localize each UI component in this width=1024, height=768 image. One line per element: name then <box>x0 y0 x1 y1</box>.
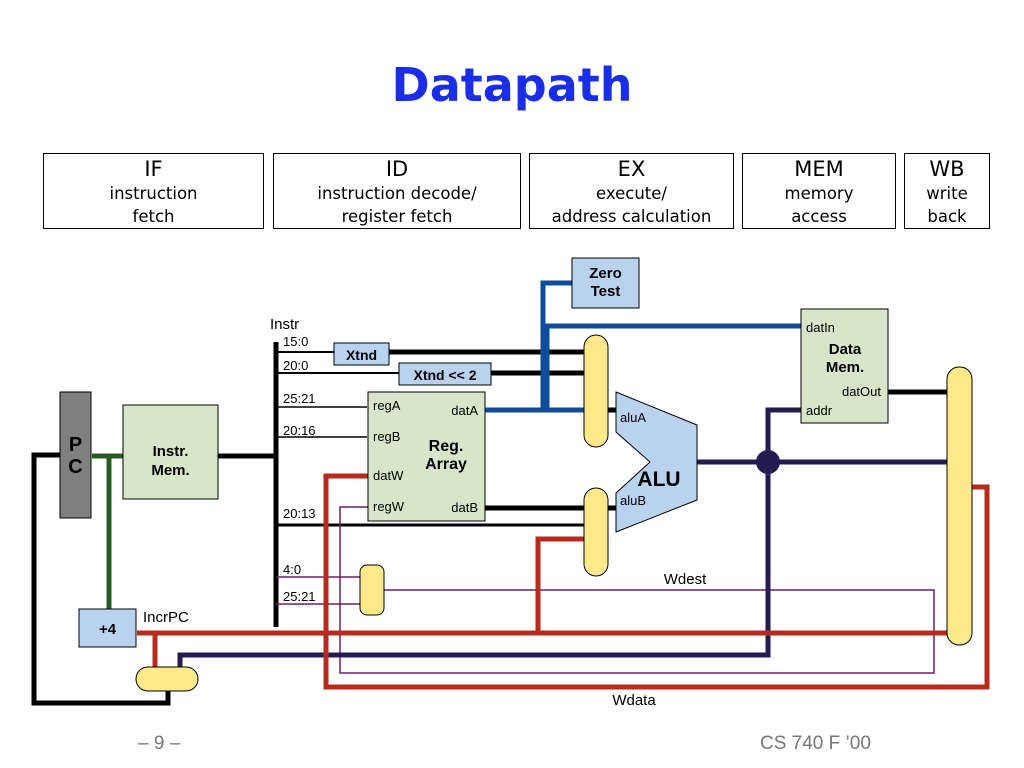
instr-label: Instr <box>270 316 299 333</box>
incrpc-to-alub-wire <box>535 536 585 633</box>
port-datout: datOut <box>842 384 881 399</box>
port-alua: aluA <box>620 410 646 425</box>
field-20-16: 20:16 <box>283 423 316 438</box>
stage-ex-abbr: EX <box>617 157 646 181</box>
pc-input-wire <box>31 452 171 706</box>
xtnd-block <box>333 342 390 366</box>
stage-if-desc: instruction fetch <box>109 184 198 226</box>
port-regb: regB <box>373 429 400 444</box>
field-25-21: 25:21 <box>283 391 316 406</box>
port-datin: datIn <box>806 320 835 335</box>
reg-array-block <box>367 391 486 522</box>
incrpc-label: IncrPC <box>143 609 189 626</box>
alu-to-pc-mux-wire <box>177 462 771 668</box>
data-mem-label-2: Mem. <box>826 359 864 376</box>
port-datw: datW <box>373 468 404 483</box>
zero-test-label-1: Zero <box>589 265 622 282</box>
alu-label: ALU <box>637 468 680 491</box>
wdata-label: Wdata <box>612 692 656 709</box>
port-regw: regW <box>373 499 405 514</box>
course-label: CS 740 F ’00 <box>760 733 871 754</box>
port-alub: aluB <box>620 493 646 508</box>
incr-label: +4 <box>99 621 117 638</box>
alu-out-junction <box>756 450 780 474</box>
pc-mux <box>135 666 199 692</box>
xtnd-shift-label: Xtnd << 2 <box>413 367 476 383</box>
stage-wb-abbr: WB <box>929 157 965 181</box>
field-4-0: 4:0 <box>283 562 301 577</box>
wdata-wire <box>323 473 990 690</box>
incr-block <box>78 608 137 648</box>
reg-array-label-2: Array <box>425 456 467 473</box>
pc-label-p: P <box>69 434 82 456</box>
port-datb: datB <box>451 500 478 515</box>
field-20-13: 20:13 <box>283 506 316 521</box>
stage-id-desc: instruction decode/ register fetch <box>317 184 477 226</box>
wdest-wire <box>339 506 935 674</box>
stage-if: IF instruction fetch <box>43 153 264 229</box>
datin-wire <box>544 323 801 410</box>
field-15-0: 15:0 <box>283 334 308 349</box>
wdest-label: Wdest <box>664 571 707 588</box>
stage-wb-desc: write back <box>926 184 968 226</box>
instr-mem-block <box>122 404 219 500</box>
stage-ex: EX execute/ address calculation <box>529 153 734 229</box>
reg-array-label-1: Reg. <box>429 438 464 455</box>
xtnd-shift-block <box>398 362 492 386</box>
stage-wb: WB write back <box>904 153 990 229</box>
zero-test-block <box>571 257 640 309</box>
data-mem-label-1: Data <box>829 341 862 358</box>
page-title: Datapath <box>391 58 633 112</box>
stage-ex-desc: execute/ address calculation <box>551 184 712 226</box>
stage-mem: MEM memory access <box>742 153 896 229</box>
instr-mem-label-2: Mem. <box>151 462 189 479</box>
alu-a-mux <box>583 334 609 448</box>
xtnd-label: Xtnd <box>346 347 377 363</box>
addr-wire <box>765 407 801 462</box>
port-addr: addr <box>806 403 833 418</box>
zero-test-label-2: Test <box>591 283 621 300</box>
zero-test-wire <box>540 280 572 410</box>
stage-mem-desc: memory access <box>784 184 854 226</box>
wb-mux <box>946 366 973 646</box>
stage-mem-abbr: MEM <box>794 157 844 181</box>
port-data: datA <box>451 403 478 418</box>
alu-b-mux <box>583 487 609 577</box>
pc-label-c: C <box>68 456 82 478</box>
data-mem-block <box>800 308 889 424</box>
wdest-mux <box>359 564 385 616</box>
stage-id-abbr: ID <box>385 157 409 181</box>
pc-register <box>59 391 92 519</box>
port-rega: regA <box>373 398 401 413</box>
page-number: – 9 – <box>138 733 181 754</box>
field-25-21b: 25:21 <box>283 589 316 604</box>
stage-id: ID instruction decode/ register fetch <box>273 153 521 229</box>
field-20-0: 20:0 <box>283 358 308 373</box>
alu-block <box>615 391 698 533</box>
instr-mem-label-1: Instr. <box>153 443 189 460</box>
stage-if-abbr: IF <box>144 157 163 181</box>
